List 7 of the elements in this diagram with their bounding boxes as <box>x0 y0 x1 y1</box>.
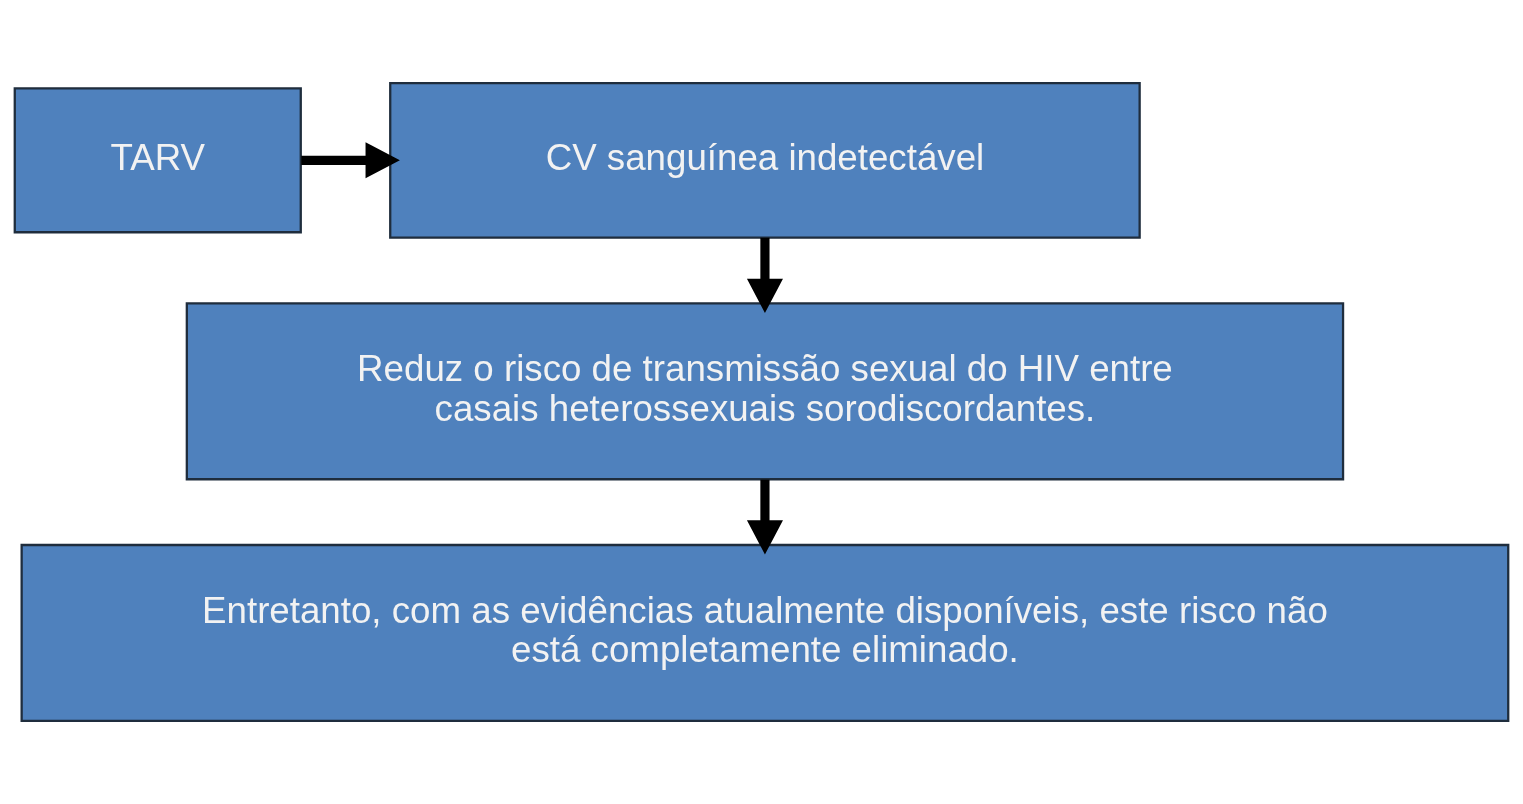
arrow <box>301 142 400 179</box>
node-box: Entretanto, com as evidências atualmente disponíveis, este risco não está completamente eliminado. <box>20 543 1510 723</box>
node-box: TARV <box>13 87 302 234</box>
node-box: Reduz o risco de transmissão sexual do HIV entre casais heterossexuais sorodiscordantes. <box>185 302 1345 481</box>
node-box: CV sanguínea indetectável <box>389 81 1141 239</box>
arrow <box>746 237 783 314</box>
arrow <box>746 479 783 555</box>
